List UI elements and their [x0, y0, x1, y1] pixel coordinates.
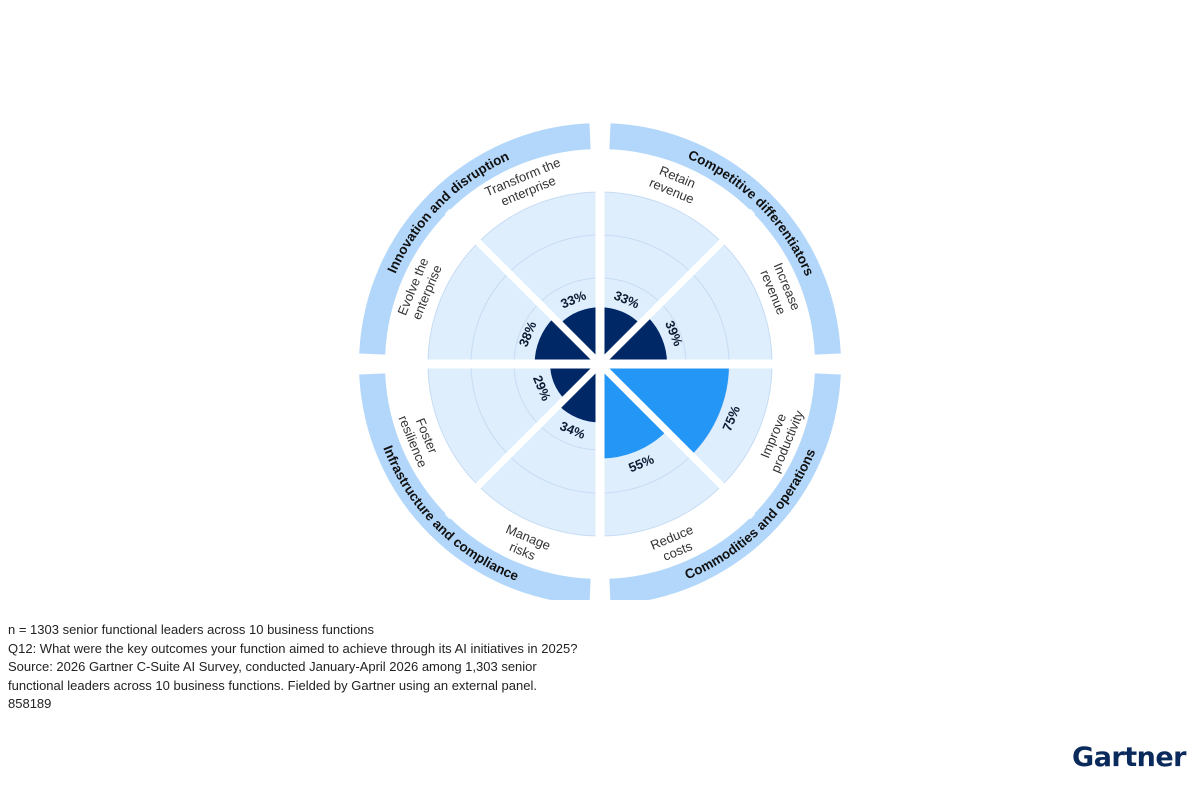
group-ring-3	[359, 373, 591, 600]
divider-spoke-6	[444, 361, 603, 520]
divider-spoke-8	[444, 208, 603, 367]
figure-id: 858189	[8, 696, 52, 711]
chart-footnotes: n = 1303 senior functional leaders acros…	[8, 621, 577, 714]
bar-4	[600, 364, 667, 459]
bar-3	[600, 364, 729, 456]
source-note-line-2: functional leaders across 10 business fu…	[8, 677, 537, 693]
group-ring-4	[359, 123, 591, 355]
group-ring-1	[609, 123, 841, 355]
question-note: Q12: What were the key outcomes your fun…	[8, 640, 578, 656]
gartner-logo: Gartner	[1072, 742, 1186, 773]
chart-svg: 33%39%75%55%34%29%38%33%RetainrevenueInc…	[359, 123, 841, 600]
divider-spoke-2	[597, 208, 756, 367]
group-ring-2	[609, 373, 841, 600]
source-note-line-1: Source: 2026 Gartner C-Suite AI Survey, …	[8, 659, 537, 674]
divider-spoke-4	[597, 361, 756, 520]
sample-note: n = 1303 senior functional leaders acros…	[8, 622, 375, 637]
